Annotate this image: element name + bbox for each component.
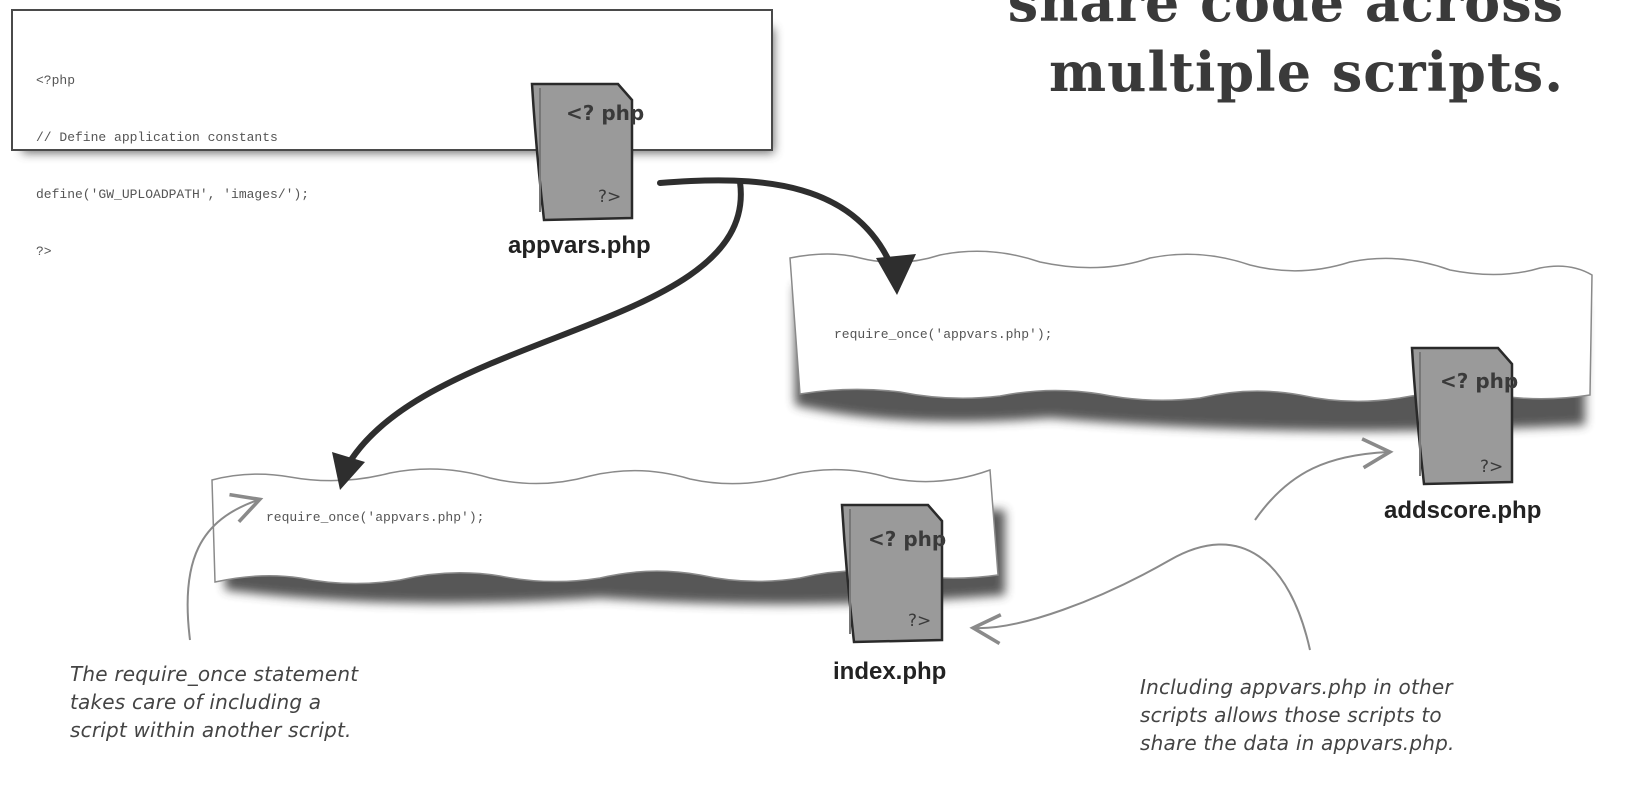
appvars-code-line-3: define('GW_UPLOADPATH', 'images/'); bbox=[36, 187, 310, 202]
appvars-php-file-icon: <? php ?> bbox=[530, 82, 644, 222]
addscore-icon-open-text: <? php bbox=[1440, 369, 1518, 393]
index-php-file-icon: <? php ?> bbox=[840, 503, 946, 644]
appvars-code-line-2: // Define application constants bbox=[36, 130, 278, 145]
appvars-code-line-4: ?> bbox=[36, 244, 52, 259]
addscore-file-label: addscore.php bbox=[1384, 497, 1542, 524]
index-file-label: index.php bbox=[833, 658, 947, 685]
require-once-note: The require_once statement takes care of… bbox=[70, 662, 359, 742]
addscore-icon-close-text: ?> bbox=[1480, 457, 1503, 477]
heading-line-2: multiple scripts. bbox=[1049, 40, 1564, 104]
appvars-code-panel bbox=[11, 9, 774, 153]
index-icon-open-text: <? php bbox=[868, 527, 946, 551]
appvars-code-block: <?php // Define application constants de… bbox=[36, 33, 309, 280]
index-code-panel bbox=[211, 468, 1005, 605]
including-appvars-note: Including appvars.php in other scripts a… bbox=[1140, 675, 1455, 755]
addscore-code-panel bbox=[789, 250, 1593, 432]
appvars-file-label: appvars.php bbox=[508, 232, 651, 259]
appvars-code-line-1: <?php bbox=[36, 73, 76, 88]
appvars-icon-open-text: <? php bbox=[566, 101, 644, 125]
annotation-arrows bbox=[186, 437, 1394, 651]
addscore-php-file-icon: <? php ?> bbox=[1410, 346, 1518, 486]
include-arrows bbox=[332, 177, 916, 490]
appvars-icon-close-text: ?> bbox=[598, 187, 621, 207]
addscore-code-line: require_once('appvars.php'); bbox=[834, 327, 1053, 342]
index-icon-close-text: ?> bbox=[908, 611, 931, 631]
heading-line-1: share code across bbox=[1007, 0, 1564, 34]
index-code-line: require_once('appvars.php'); bbox=[266, 510, 485, 525]
